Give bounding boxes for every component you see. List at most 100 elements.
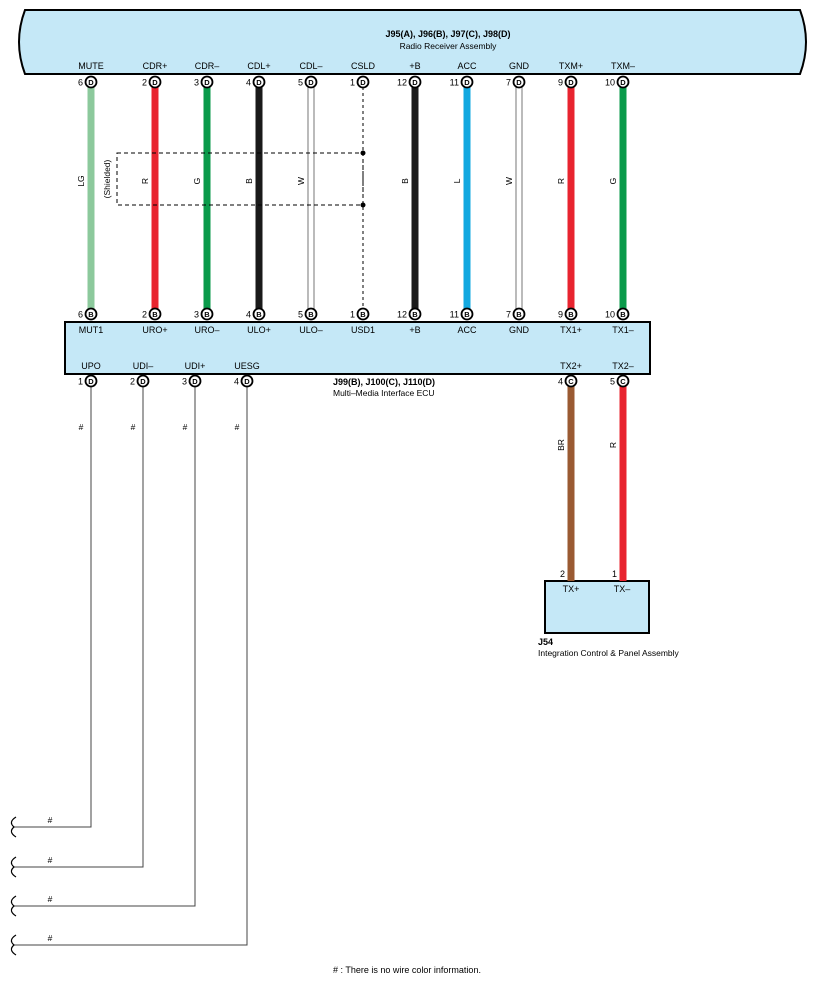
pin-connector-letter-ecu-top-1: B [152,310,158,319]
wire-color-code-upper-6: B [400,178,410,184]
ecu-top-pin-label-3: ULO+ [247,325,271,335]
pin-number-radio-8: 7 [506,78,511,88]
pin-number-radio-1: 2 [142,78,147,88]
pin-connector-letter-radio-2: D [204,78,210,87]
wire-color-code-upper-9: R [556,178,566,184]
pin-connector-letter-ecu-top-3: B [256,310,262,319]
radio-receiver-body [18,9,807,75]
pin-number-ecu-top-2: 3 [194,310,199,320]
pin-connector-letter-radio-8: D [516,78,522,87]
radio-pin-label-9: TXM+ [559,61,583,71]
pin-number-radio-9: 9 [558,78,563,88]
pin-terminal-radio-0 [84,75,98,89]
radio-pin-label-0: MUTE [78,61,104,71]
wire-color-code-upper-0: LG [76,175,86,186]
pin-terminal-radio-4 [304,75,318,89]
wire-upper-4 [307,86,315,310]
pin-connector-letter-radio-5: D [360,78,366,87]
panel-pin-label-tx-minus: TX– [614,584,631,594]
pin-terminal-radio-9 [564,75,578,89]
pin-number-radio-6: 12 [397,78,407,88]
pin-terminal-ecu-bottom-1 [136,374,150,388]
shield-junction-top [360,150,366,156]
pin-terminal-ecu-top-2 [200,307,214,321]
ecu-top-pin-label-6: +B [409,325,420,335]
pin-number-ecu-top-5: 1 [350,310,355,320]
wire-upper-8 [515,86,523,310]
pin-number-ecu-bottom-3: 4 [234,377,239,387]
pin-terminal-ecu-bottom-3 [240,374,254,388]
pin-connector-letter-radio-7: D [464,78,470,87]
pin-number-radio-2: 3 [194,78,199,88]
panel-assembly-body [544,580,650,634]
pin-terminal-radio-2 [200,75,214,89]
pin-number-ecu-top-9: 9 [558,310,563,320]
pin-connector-letter-radio-9: D [568,78,574,87]
ecu-bottom-pin-label-4: TX2+ [560,361,582,371]
wire-color-code-upper-10: G [608,178,618,185]
panel-pin-label-tx-plus: TX+ [563,584,580,594]
pin-connector-letter-ecu-top-9: B [568,310,574,319]
ecu-top-pin-label-8: GND [509,325,530,335]
panel-name-label: Integration Control & Panel Assembly [538,648,680,658]
pin-terminal-ecu-top-9 [564,307,578,321]
panel-pin-num-2: 2 [560,569,565,579]
pin-connector-letter-ecu-bottom-4: C [568,377,574,386]
wire-color-code-lower-1: # [131,422,136,432]
pin-connector-letter-radio-3: D [256,78,262,87]
pin-terminal-ecu-top-6 [408,307,422,321]
pin-terminal-ecu-top-0 [84,307,98,321]
radio-pin-label-4: CDL– [299,61,322,71]
pin-number-ecu-top-10: 10 [605,310,615,320]
pin-number-ecu-top-0: 6 [78,310,83,320]
pin-connector-letter-radio-0: D [88,78,94,87]
shielded-label: (Shielded) [102,159,112,198]
pin-connector-letter-ecu-bottom-5: C [620,377,626,386]
wire-color-code-upper-4: W [296,177,306,185]
radio-pin-label-5: CSLD [351,61,376,71]
pin-connector-letter-ecu-top-4: B [308,310,314,319]
pin-connector-letter-radio-6: D [412,78,418,87]
mmi-ecu-body [64,321,651,375]
pin-terminal-ecu-bottom-5 [616,374,630,388]
wire-color-code-lower-4: BR [556,439,566,451]
pin-connector-letter-ecu-top-5: B [360,310,366,319]
ecu-bottom-pin-label-2: UDI+ [185,361,206,371]
ecu-bottom-pin-label-1: UDI– [133,361,154,371]
wire-lower-2 [14,386,196,907]
pin-connector-letter-ecu-top-10: B [620,310,626,319]
wire-break-mark-2 [10,895,17,917]
ecu-top-pin-label-7: ACC [457,325,477,335]
wire-color-code-upper-8: W [504,177,514,185]
wire-lower-3 [14,386,248,946]
ecu-top-pin-label-5: USD1 [351,325,375,335]
pin-terminal-ecu-top-8 [512,307,526,321]
pin-connector-letter-radio-1: D [152,78,158,87]
wire-color-code-upper-2: G [192,178,202,185]
wire-color-code-upper-3: B [244,178,254,184]
ecu-bottom-pin-label-5: TX2– [612,361,634,371]
pin-terminal-radio-7 [460,75,474,89]
radio-connectors-label: J95(A), J96(B), J97(C), J98(D) [385,29,510,39]
footnote: # : There is no wire color information. [333,965,481,975]
pin-number-radio-4: 5 [298,78,303,88]
radio-pin-label-2: CDR– [195,61,220,71]
wire-break-mark-0 [10,816,17,838]
wire-color-code-lower-2: # [183,422,188,432]
pin-terminal-ecu-top-4 [304,307,318,321]
panel-connector-label: J54 [538,637,553,647]
pin-number-radio-7: 11 [450,78,459,88]
wire-color-code-upper-7: L [452,178,462,183]
pin-connector-letter-radio-4: D [308,78,314,87]
ecu-connectors-label: J99(B), J100(C), J110(D) [333,377,435,387]
pin-number-ecu-bottom-2: 3 [182,377,187,387]
radio-pin-label-8: GND [509,61,530,71]
pin-connector-letter-ecu-bottom-2: D [192,377,198,386]
pin-terminal-radio-8 [512,75,526,89]
radio-pin-label-10: TXM– [611,61,635,71]
panel-pin-num-1: 1 [612,569,617,579]
pin-connector-letter-ecu-top-2: B [204,310,210,319]
pin-terminal-radio-6 [408,75,422,89]
ecu-name-label: Multi–Media Interface ECU [333,388,435,398]
